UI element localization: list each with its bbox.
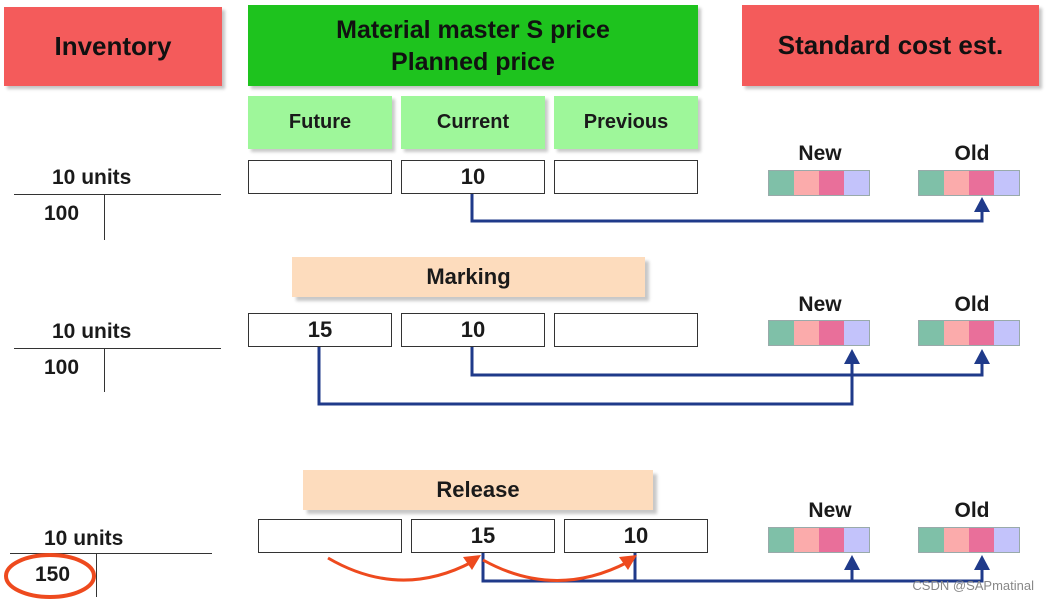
- step1-future-price: [248, 160, 392, 194]
- step3-new-arrowhead: [844, 555, 860, 570]
- step1-old-label: Old: [954, 142, 990, 165]
- step2-new-label: New: [798, 293, 842, 316]
- planned-price-title: Planned price: [391, 47, 555, 76]
- step3-previous-price: 10: [564, 519, 708, 553]
- step2-old-arrowhead: [974, 349, 990, 364]
- step2-old-label: Old: [954, 293, 990, 316]
- release-action: Release: [303, 470, 653, 510]
- step1-previous-price: [554, 160, 698, 194]
- step2-previous-price: [554, 313, 698, 347]
- step2-t-account-line: [14, 348, 221, 349]
- step1-t-account-line: [14, 194, 221, 195]
- step3-future-price: [258, 519, 402, 553]
- step1-old-arrowhead: [974, 197, 990, 212]
- step2-new-estimate: [768, 320, 870, 346]
- step1-current-price: 10: [401, 160, 545, 194]
- step2-t-account-divider: [104, 348, 105, 392]
- step3-old-label: Old: [954, 499, 990, 522]
- material-master-title: Material master S price: [336, 15, 610, 44]
- future-to-current-arrowhead: [463, 555, 481, 570]
- standard-cost-header: Standard cost est.: [742, 5, 1039, 86]
- step2-future-price: 15: [248, 313, 392, 347]
- step2-value: 100: [44, 356, 80, 379]
- step3-t-account-divider: [96, 553, 97, 597]
- step3-value: 150: [35, 563, 71, 586]
- current-to-previous-arrowhead: [619, 555, 637, 570]
- step3-old-arrowhead: [974, 555, 990, 570]
- step2-new-arrowhead: [844, 349, 860, 364]
- material-master-header: Material master S price Planned price: [248, 5, 698, 86]
- marking-action: Marking: [292, 257, 645, 297]
- step1-new-label: New: [798, 142, 842, 165]
- step3-new-estimate: [768, 527, 870, 553]
- step3-current-to-new-arrow: [481, 553, 854, 583]
- step1-new-estimate: [768, 170, 870, 196]
- step1-t-account-divider: [104, 194, 105, 240]
- step3-previous-to-old-arrow: [633, 553, 984, 583]
- step3-current-price: 15: [411, 519, 555, 553]
- step2-future-to-new-arrow: [317, 347, 854, 406]
- step1-old-estimate: [918, 170, 1020, 196]
- current-to-previous-shift-arrow: [482, 558, 629, 582]
- step1-current-to-old-arrow: [470, 194, 984, 223]
- step1-quantity: 10 units: [52, 166, 132, 189]
- inventory-header: Inventory: [4, 7, 222, 86]
- step3-new-label: New: [808, 499, 852, 522]
- step2-quantity: 10 units: [52, 320, 132, 343]
- step2-old-estimate: [918, 320, 1020, 346]
- step1-value: 100: [44, 202, 80, 225]
- step2-current-price: 10: [401, 313, 545, 347]
- future-to-current-shift-arrow: [327, 556, 473, 582]
- step3-t-account-line: [10, 553, 212, 554]
- column-future: Future: [248, 96, 392, 149]
- column-current: Current: [401, 96, 545, 149]
- step3-quantity: 10 units: [44, 527, 124, 550]
- watermark: CSDN @SAPmatinal: [912, 578, 1034, 593]
- step3-old-estimate: [918, 527, 1020, 553]
- step2-current-to-old-arrow: [470, 347, 984, 377]
- column-previous: Previous: [554, 96, 698, 149]
